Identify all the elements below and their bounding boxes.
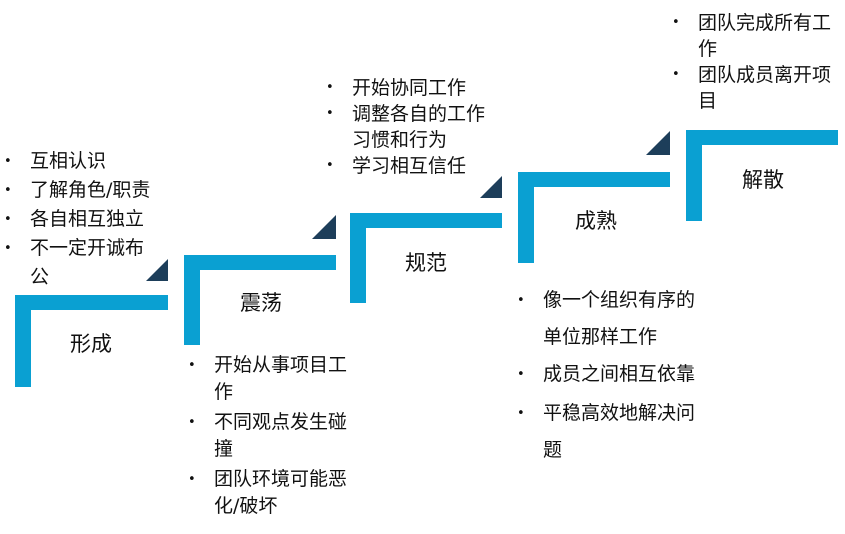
- step-shape-3: [350, 213, 502, 303]
- step-triangle-2: [312, 215, 336, 239]
- bullet-item: 学习相互信任: [322, 153, 492, 179]
- stage-label-forming: 形成: [70, 332, 112, 356]
- stage-bullets-storming: 开始从事项目工作 不同观点发生碰撞 团队环境可能恶化/破坏: [184, 352, 352, 520]
- step-shape-1: [15, 295, 168, 387]
- stage-bullets-norming: 开始协同工作 调整各自的工作习惯和行为 学习相互信任: [322, 75, 492, 179]
- bullet-item: 不一定开诚布公: [0, 234, 150, 292]
- bullet-item: 像一个组织有序的单位那样工作: [513, 282, 713, 356]
- bullet-item: 平稳高效地解决问题: [513, 395, 713, 469]
- step-shape-4: [518, 172, 670, 263]
- bullet-item: 开始协同工作: [322, 75, 492, 101]
- stage-label-storming: 震荡: [240, 291, 282, 315]
- step-triangle-3: [480, 176, 502, 198]
- bullet-item: 互相认识: [0, 147, 180, 176]
- step-shape-5: [686, 130, 838, 221]
- bullet-item: 调整各自的工作习惯和行为: [322, 101, 492, 153]
- bullet-item: 了解角色/职责: [0, 176, 180, 205]
- bullet-item: 开始从事项目工作: [184, 352, 352, 406]
- bullet-item: 团队完成所有工作: [668, 10, 840, 62]
- stage-bullets-performing: 像一个组织有序的单位那样工作 成员之间相互依靠 平稳高效地解决问题: [513, 282, 713, 469]
- stage-label-adjourning: 解散: [742, 168, 784, 192]
- stage-label-performing: 成熟: [575, 209, 617, 233]
- bullet-item: 团队成员离开项目: [668, 62, 840, 114]
- bullet-item: 团队环境可能恶化/破坏: [184, 466, 352, 520]
- bullet-item: 各自相互独立: [0, 205, 180, 234]
- step-triangle-1: [146, 259, 168, 281]
- stage-bullets-forming: 互相认识 了解角色/职责 各自相互独立 不一定开诚布公: [0, 147, 180, 292]
- step-triangle-4: [646, 131, 670, 155]
- bullet-item: 不同观点发生碰撞: [184, 409, 352, 463]
- step-shape-2: [184, 255, 336, 345]
- stage-bullets-adjourning: 团队完成所有工作 团队成员离开项目: [668, 10, 840, 114]
- stage-label-norming: 规范: [405, 251, 447, 275]
- bullet-item: 成员之间相互依靠: [513, 360, 713, 389]
